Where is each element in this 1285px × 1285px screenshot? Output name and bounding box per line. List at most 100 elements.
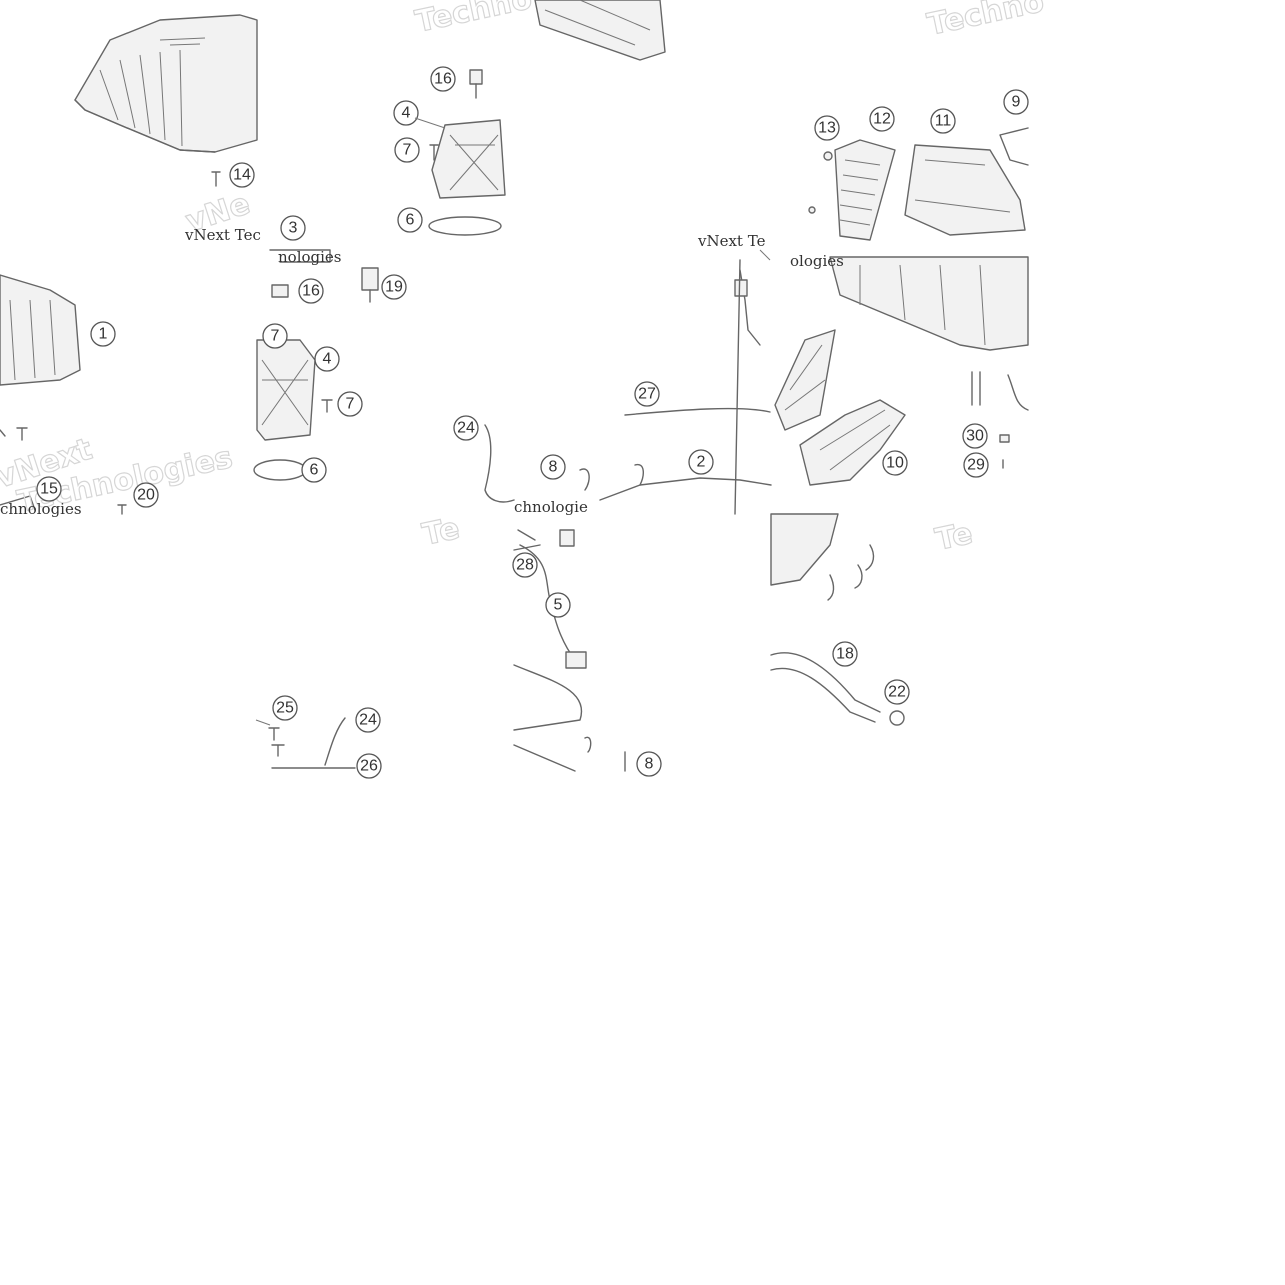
callout: 14: [229, 162, 255, 188]
oring-6-top: [428, 216, 502, 236]
lower-airbox-body: [0, 274, 81, 386]
callout: 7: [262, 323, 288, 349]
callout: 7: [337, 391, 363, 417]
svg-text:24: 24: [359, 712, 377, 729]
screw-7: [321, 399, 333, 413]
bolts-25: [268, 727, 285, 757]
callout: 24: [453, 415, 479, 441]
intake-body-4: [256, 339, 316, 441]
sensor-19: [361, 267, 379, 303]
svg-text:19: 19: [385, 279, 403, 296]
svg-text:6: 6: [310, 462, 319, 479]
svg-text:7: 7: [346, 396, 355, 413]
svg-text:10: 10: [886, 455, 904, 472]
air-filter: [534, 0, 666, 61]
svg-text:9: 9: [1012, 94, 1021, 111]
svg-text:8: 8: [645, 756, 654, 773]
svg-text:18: 18: [836, 646, 854, 663]
sensor-16-top: [469, 69, 483, 99]
svg-text:2: 2: [697, 454, 706, 471]
callout: 18: [832, 641, 858, 667]
callout: 6: [301, 457, 327, 483]
watermark-text: Techno: [924, 0, 1047, 43]
duct-left: [774, 329, 836, 431]
watermark-text: Techno: [412, 0, 535, 40]
callout: 3: [280, 215, 306, 241]
clip-8-lower: [584, 736, 626, 772]
svg-text:4: 4: [323, 351, 332, 368]
svg-text:4: 4: [402, 105, 411, 122]
callout: 8: [540, 454, 566, 480]
oring-6: [253, 459, 307, 481]
small-parts-29-30: [999, 434, 1010, 469]
svg-text:7: 7: [403, 142, 412, 159]
svg-text:14: 14: [233, 167, 251, 184]
callout: 1: [90, 321, 116, 347]
watermark-label: chnologies: [0, 500, 82, 518]
svg-text:3: 3: [289, 220, 298, 237]
watermark-label: vNext Tec: [184, 226, 261, 244]
svg-text:13: 13: [818, 120, 836, 137]
screw-7-top: [429, 144, 439, 161]
screw-20: [117, 504, 127, 515]
callout: 25: [272, 695, 298, 721]
callout: 20: [133, 482, 159, 508]
lower-housing: [829, 256, 1029, 351]
leader-lines: [255, 117, 771, 726]
callout: 29: [963, 452, 989, 478]
watermark-label: chnologie: [514, 498, 588, 516]
svg-text:16: 16: [302, 283, 320, 300]
svg-text:15: 15: [40, 481, 58, 498]
svg-text:28: 28: [516, 557, 534, 574]
callout: 28: [512, 552, 538, 578]
svg-text:20: 20: [137, 487, 155, 504]
callout: 16: [298, 278, 324, 304]
callout: 9: [1003, 89, 1029, 115]
callout: 10: [882, 450, 908, 476]
svg-text:8: 8: [549, 459, 558, 476]
tube-24: [484, 424, 515, 503]
callout: 27: [634, 381, 660, 407]
svg-text:12: 12: [873, 111, 891, 128]
bracket-3: [269, 249, 331, 263]
callout: 2: [688, 449, 714, 475]
tube-24-lower: [324, 717, 346, 766]
filter-element-12: [834, 139, 896, 241]
clips-right: [827, 544, 875, 601]
svg-text:16: 16: [434, 71, 452, 88]
duct-10: [799, 399, 906, 486]
tube-27: [624, 407, 771, 416]
callout: 11: [930, 108, 956, 134]
svg-text:5: 5: [554, 597, 563, 614]
svg-text:6: 6: [406, 212, 415, 229]
harness-top: [734, 269, 761, 346]
callout: 15: [36, 476, 62, 502]
callout: 26: [356, 753, 382, 779]
screw-14: [211, 171, 221, 187]
callout-layer: 1 2 3 4 4 5 6 6 7 7 7 8 8 9 10 11 12 13 …: [36, 66, 1029, 779]
watermark-label: nologies: [278, 248, 342, 266]
svg-text:1: 1: [99, 326, 108, 343]
housing-corner: [770, 513, 839, 586]
frame-2: [599, 259, 772, 515]
callout: 8: [636, 751, 662, 777]
watermark-label: vNext Te: [697, 232, 766, 250]
svg-text:25: 25: [276, 700, 294, 717]
svg-text:7: 7: [271, 328, 280, 345]
connector-28: [513, 529, 541, 551]
svg-text:11: 11: [935, 113, 952, 130]
callout: 6: [397, 207, 423, 233]
upper-airbox-cover: [74, 14, 258, 153]
intake-body-4-top: [431, 119, 506, 199]
callout: 5: [545, 592, 571, 618]
frame-lower: [513, 664, 583, 772]
bracket-15: [0, 495, 36, 511]
callout: 22: [884, 679, 910, 705]
svg-text:29: 29: [967, 457, 985, 474]
watermark-label: ologies: [790, 252, 844, 270]
svg-text:24: 24: [457, 420, 475, 437]
callout: 7: [394, 137, 420, 163]
callout: 30: [962, 423, 988, 449]
svg-text:22: 22: [888, 684, 906, 701]
